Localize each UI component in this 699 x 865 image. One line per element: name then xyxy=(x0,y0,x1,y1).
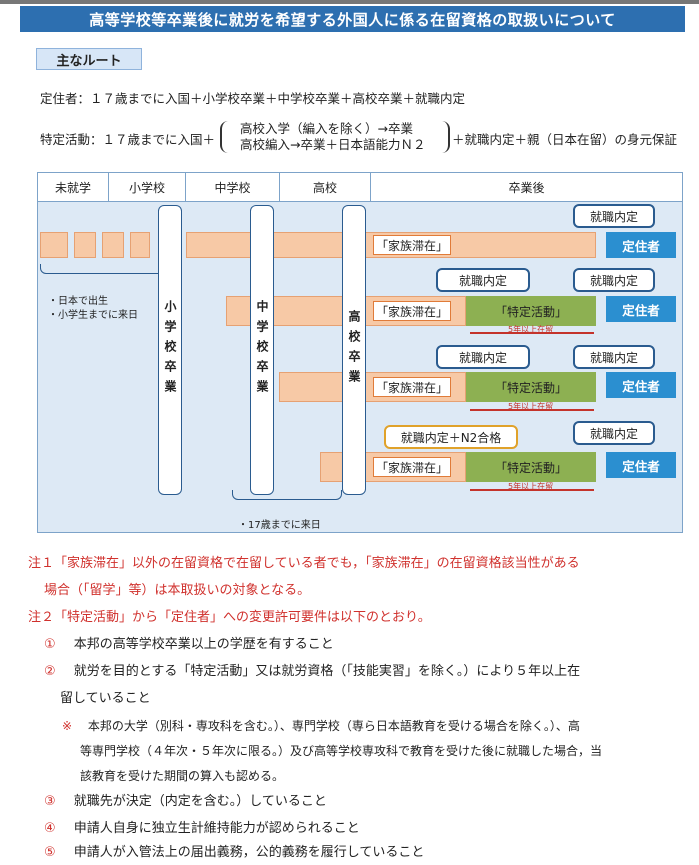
preschool-block xyxy=(130,232,150,258)
top-shadow xyxy=(0,0,699,4)
item-5: 申請人が入管法上の届出義務，公的義務を履行していること xyxy=(73,845,425,860)
item-1: 本邦の高等学校卒業以上の学歴を有すること xyxy=(73,637,334,652)
item-3: 就職先が決定（内定を含む。）していること xyxy=(73,794,327,809)
item-4: 申請人自身に独立生計維持能力が認められること xyxy=(73,821,360,836)
family-stay-label: 「家族滞在」 xyxy=(373,235,451,255)
item-2-sub-line-3: 該教育を受けた期間の算入も認める。 xyxy=(80,769,285,783)
five-year-arrow xyxy=(470,409,594,411)
left-brace xyxy=(220,121,234,153)
naitei-callout: 就職内定 xyxy=(573,204,655,228)
elementary-graduation-pillar: 小学校卒業 xyxy=(158,205,182,495)
teijusha-box: 定住者 xyxy=(606,232,676,258)
teijusha-box: 定住者 xyxy=(606,372,676,398)
naitei-callout: 就職内定 xyxy=(573,345,655,369)
note-1-line-2: 場合（「留学」等）は本取扱いの対象となる。 xyxy=(44,583,311,598)
naitei-callout: 就職内定 xyxy=(573,268,655,292)
tokutei-option-1: 高校入学（編入を除く）→卒業 xyxy=(240,121,413,136)
naitei-callout: 就職内定 xyxy=(573,421,655,445)
came-17-note: ・17歳までに来日 xyxy=(238,520,321,531)
five-year-arrow xyxy=(470,332,594,334)
item-2-sub-line-2: 等専門学校（４年次・５年次に限る。）及び高等学校専攻科で教育を受けた後に就職した… xyxy=(80,744,603,758)
item-1-mark: ① xyxy=(44,637,56,652)
item-2-line-2: 留していること xyxy=(60,691,151,706)
item-2-mark: ② xyxy=(44,664,56,679)
high-graduation-pillar: 高校卒業 xyxy=(342,205,366,495)
note-2: 注２「特定活動」から「定住者」への変更許可要件は以下のとおり。 xyxy=(28,610,431,625)
tokutei-option-2: 高校編入→卒業＋日本語能力Ｎ２ xyxy=(240,137,426,152)
item-3-mark: ③ xyxy=(44,794,56,809)
family-stay-label: 「家族滞在」 xyxy=(373,377,451,397)
junior-graduation-pillar: 中学校卒業 xyxy=(250,205,274,495)
specific-activity-box: 「特定活動」 xyxy=(466,452,596,482)
five-year-label: 5年以上在留 xyxy=(508,402,554,411)
teijusha-box: 定住者 xyxy=(606,452,676,478)
item-2-line-1: 就労を目的とする「特定活動」又は就労資格（「技能実習」を除く。）により５年以上在 xyxy=(73,664,581,679)
preschool-block xyxy=(74,232,96,258)
col-after: 卒業後 xyxy=(370,172,683,202)
family-stay-label: 「家族滞在」 xyxy=(373,457,451,477)
col-preschool: 未就学 xyxy=(37,172,109,202)
route-label: 主なルート xyxy=(36,48,142,70)
item-5-mark: ⑤ xyxy=(44,845,56,860)
junior-brace xyxy=(232,490,342,500)
item-4-mark: ④ xyxy=(44,821,56,836)
teijusha-route: 定住者：１７歳までに入国＋小学校卒業＋中学校卒業＋高校卒業＋就職内定 xyxy=(40,91,466,106)
five-year-label: 5年以上在留 xyxy=(508,482,554,491)
note-1-line-1: 注１「家族滞在」以外の在留資格で在留している者でも，「家族滞在」の在留資格該当性… xyxy=(28,556,580,571)
col-junior: 中学校 xyxy=(185,172,280,202)
page-title: 高等学校等卒業後に就労を希望する外国人に係る在留資格の取扱いについて xyxy=(20,6,685,32)
born-japan-note: ・日本で出生 xyxy=(48,296,108,307)
pillar-text: 中学校卒業 xyxy=(255,300,269,400)
item-2-sub-mark: ※ xyxy=(62,719,73,733)
item-2-sub-line-1: 本邦の大学（別科・専攻科を含む。）、専門学校（専ら日本語教育を受ける場合を除く。… xyxy=(87,719,580,733)
col-high: 高校 xyxy=(279,172,371,202)
naitei-callout: 就職内定 xyxy=(436,345,530,369)
specific-activity-box: 「特定活動」 xyxy=(466,296,596,326)
naitei-n2-callout: 就職内定＋N2合格 xyxy=(384,425,518,449)
preschool-block xyxy=(40,232,68,258)
pillar-text: 高校卒業 xyxy=(347,310,361,390)
five-year-arrow xyxy=(470,489,594,491)
tokutei-prefix: 特定活動：１７歳までに入国＋ xyxy=(40,132,216,147)
specific-activity-box: 「特定活動」 xyxy=(466,372,596,402)
pillar-text: 小学校卒業 xyxy=(163,300,177,400)
preschool-block xyxy=(102,232,124,258)
five-year-label: 5年以上在留 xyxy=(508,325,554,334)
family-stay-label: 「家族滞在」 xyxy=(373,301,451,321)
col-elementary: 小学校 xyxy=(108,172,186,202)
came-elementary-note: ・小学生までに来日 xyxy=(48,310,138,321)
right-brace xyxy=(436,121,450,153)
naitei-callout: 就職内定 xyxy=(436,268,530,292)
tokutei-suffix: ＋就職内定＋親（日本在留）の身元保証 xyxy=(452,132,678,147)
teijusha-box: 定住者 xyxy=(606,296,676,322)
